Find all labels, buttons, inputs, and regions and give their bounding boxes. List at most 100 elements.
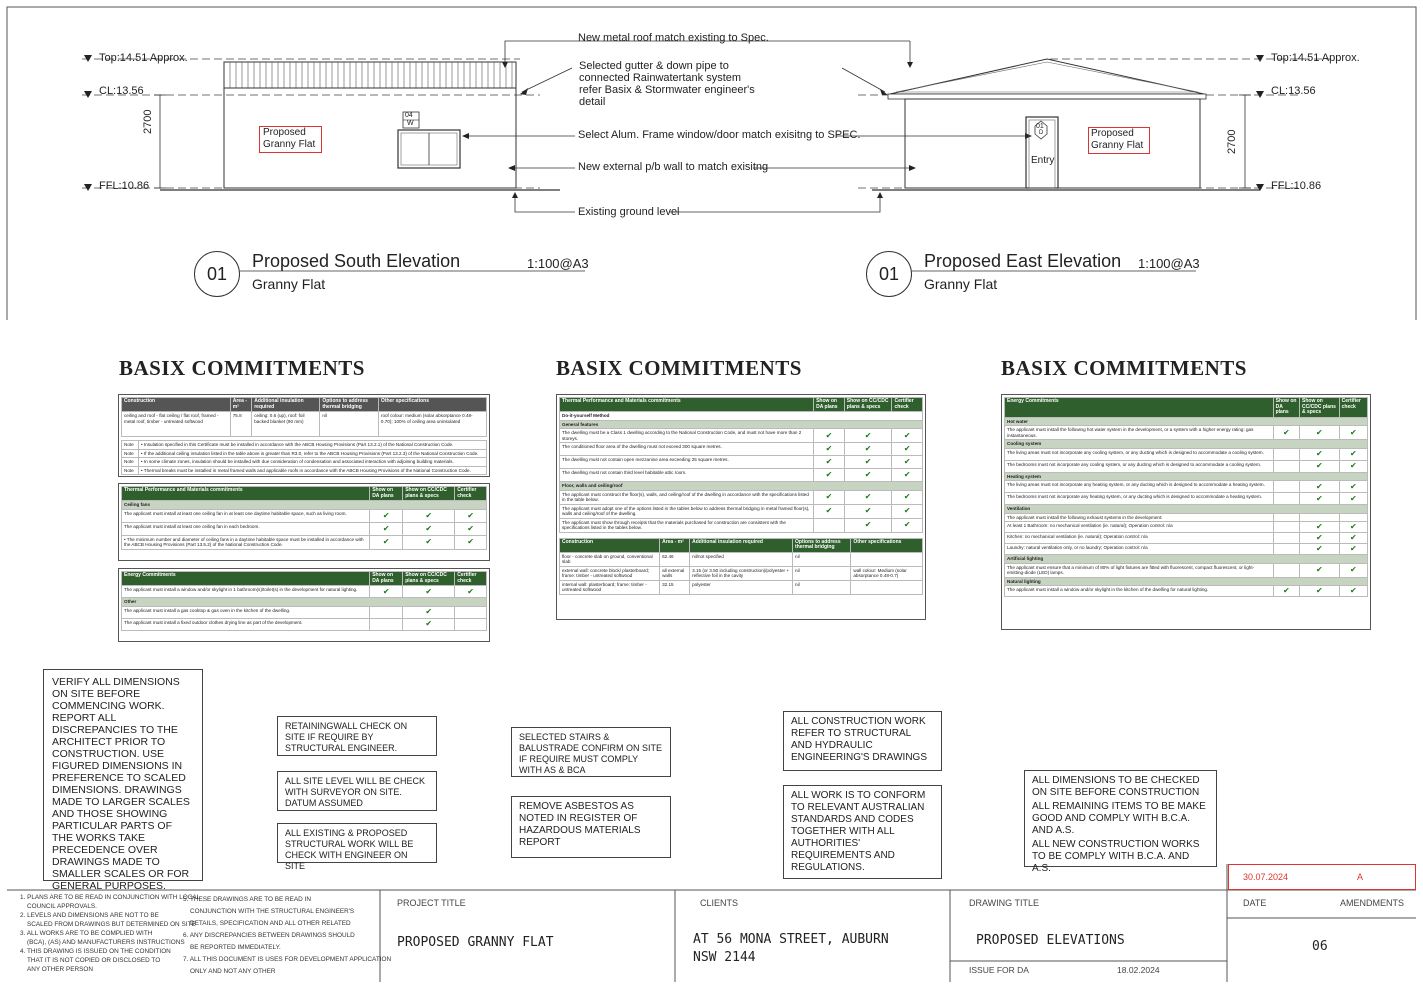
table-cell: roof colour: medium (solar absorptance 0… [377, 411, 488, 437]
check-icon: ✔ [1338, 543, 1369, 555]
table-row: The applicant must install the following… [1004, 512, 1369, 522]
commitment-text: The conditioned floor area of the dwelli… [558, 442, 815, 456]
retaining-wall-note: RETAININGWALL CHECK ON SITE IF REQUIRE B… [277, 716, 437, 756]
commitment-text: The living areas must not incorporate an… [1004, 447, 1274, 461]
commitment-text: The applicant must install the following… [1004, 425, 1274, 440]
note-line: 7. ALL THIS DOCUMENT IS USES FOR DEVELOP… [183, 956, 392, 963]
check-icon: ✔ [891, 503, 923, 519]
commitment-text: The bedrooms must not incorporate any co… [1004, 459, 1274, 473]
table-cell [850, 551, 923, 567]
east-level-top: Top:14.51 Approx. [1271, 52, 1360, 64]
note-line: ANY OTHER PERSON [27, 966, 93, 973]
note-label: Note [121, 440, 139, 450]
window-tag-number: 04 [405, 112, 413, 119]
note-line: BE REPORTED IMMEDIATELY. [190, 944, 281, 951]
section-header: Natural lighting [1004, 576, 1368, 586]
issue-label: ISSUE FOR DA [969, 965, 1029, 975]
note-line: DETAILS, SPECIFICATION AND ALL OTHER REL… [190, 920, 351, 927]
section-header: Artificial lighting [1004, 554, 1368, 564]
table-cell: polyester [689, 579, 794, 595]
check-icon: ✔ [1272, 585, 1301, 597]
east-elevation-title: Proposed East Elevation [924, 251, 1122, 271]
check-icon: ✔ [1299, 480, 1340, 493]
structural-work-note: ALL EXISTING & PROPOSED STRUCTURAL WORK … [277, 823, 437, 871]
check-icon: ✔ [1338, 425, 1369, 440]
note-line: 1. PLANS ARE TO BE READ IN CONJUNCTION W… [20, 894, 201, 901]
table-row: The bedrooms must not incorporate any co… [1004, 459, 1369, 473]
table-row: The bedrooms must not incorporate any he… [1004, 492, 1369, 505]
amendment-box [1228, 864, 1416, 890]
section-header: Heating system [1004, 471, 1368, 481]
stairs-balustrade-note: SELECTED STAIRS & BALUSTRADE CONFIRM ON … [511, 727, 671, 777]
check-icon: ✔ [1338, 585, 1369, 597]
table-cell: wall colour: Medium (solar absorptance 0… [850, 565, 923, 581]
sheet-number: 06 [1312, 939, 1328, 954]
note-line: 3. ALL WORKS ARE TO BE COMPLIED WITH [20, 930, 153, 937]
check-icon: ✔ [454, 585, 487, 598]
table-row: At least 1 Bathroom: no mechanical venti… [1004, 521, 1369, 533]
note-label: Note [121, 457, 139, 467]
callout-roof: New metal roof match existing to Spec. [578, 32, 769, 44]
australian-standards-note: ALL WORK IS TO CONFORM TO RELEVANT AUSTR… [783, 785, 942, 879]
general-notes-right: 5. THESE DRAWINGS ARE TO BE READ IN CONJ… [183, 894, 391, 978]
table-cell: nil/not specified [689, 551, 794, 567]
col-header: Thermal Performance and Materials commit… [120, 486, 371, 501]
col-header: Options to address thermal bridging [792, 537, 852, 553]
callout-window-door: Select Alum. Frame window/door match exi… [578, 129, 861, 141]
table-cell: all external walls [659, 565, 691, 581]
table-row: The applicant must install a window and/… [1004, 585, 1369, 597]
col-header: Thermal Performance and Materials commit… [558, 397, 815, 412]
south-elevation-scale: 1:100@A3 [527, 256, 589, 271]
table-cell: internal wall: plasterboard; frame: timb… [558, 579, 661, 595]
commitment-text: The applicant must construct the floor(s… [558, 489, 815, 505]
check-icon: ✔ [891, 428, 923, 443]
col-header: Certifier check [891, 397, 923, 412]
table-cell: 75.8 [229, 411, 253, 437]
col-header: Other specifications [850, 537, 923, 553]
check-icon: ✔ [843, 503, 893, 519]
note-text: • Thermal breaks must be installed in me… [138, 465, 487, 475]
door-tag-type: D [1039, 130, 1044, 136]
table-row: The applicant must install a gas cooktop… [120, 605, 487, 619]
commitment-text: The applicant must ensure that a minimum… [1004, 562, 1274, 578]
section-header: Hot water [1004, 416, 1368, 426]
check-icon: ✔ [1299, 492, 1340, 505]
section-header: Ceiling fans [121, 500, 487, 510]
site-level-note: ALL SITE LEVEL WILL BE CHECK WITH SURVEY… [277, 771, 437, 811]
east-elevation-subtitle: Granny Flat [924, 276, 998, 292]
note-line: 5. THESE DRAWINGS ARE TO BE READ IN [183, 896, 311, 903]
check-icon: ✔ [891, 489, 923, 505]
basix-middle-panel: Thermal Performance and Materials commit… [556, 394, 926, 620]
client-address-line-1: AT 56 MONA STREET, AUBURN [693, 932, 889, 947]
check-icon: ✔ [813, 455, 845, 469]
check-icon: ✔ [813, 489, 845, 505]
col-header: Certifier check [454, 571, 487, 586]
general-notes-left: 1. PLANS ARE TO BE READ IN CONJUNCTION W… [20, 893, 200, 974]
check-icon: ✔ [402, 617, 456, 631]
project-title-label: PROJECT TITLE [397, 898, 466, 908]
table-cell [850, 579, 923, 595]
amendments-label: AMENDMENTS [1340, 898, 1405, 908]
table-cell: external wall: concrete block/ plasterbo… [558, 565, 661, 581]
table-row: internal wall: plasterboard; frame: timb… [558, 579, 923, 595]
check-icon: ✔ [369, 534, 404, 550]
section-header: Cooling system [1004, 439, 1368, 449]
table-row: The applicant must install the following… [1004, 425, 1369, 440]
commitment-text: Kitchen: no mechanical ventilation (ie. … [1004, 532, 1274, 544]
table-row: Kitchen: no mechanical ventilation (ie. … [1004, 532, 1369, 544]
note-line: COUNCIL APPROVALS. [27, 903, 97, 910]
commitment-text: The dwelling must be a Class 1 dwelling … [558, 428, 815, 443]
check-icon: ✔ [1338, 480, 1369, 493]
col-header: Additional insulation required [251, 397, 321, 412]
table-row: The applicant must install at least one … [120, 521, 487, 536]
check-icon: ✔ [813, 468, 845, 482]
south-elevation-title: Proposed South Elevation [252, 251, 461, 271]
table-row: The applicant must construct the floor(s… [558, 489, 923, 505]
construction-work-note: ALL CONSTRUCTION WORK REFER TO STRUCTURA… [783, 711, 942, 771]
check-icon: ✔ [843, 455, 893, 469]
window-tag-type: W [407, 120, 414, 127]
note-text: • In some climate zones, insulation shou… [138, 457, 487, 467]
col-header: Construction [558, 537, 661, 553]
col-header: Certifier check [454, 486, 487, 501]
title-block-frame [7, 864, 1416, 982]
